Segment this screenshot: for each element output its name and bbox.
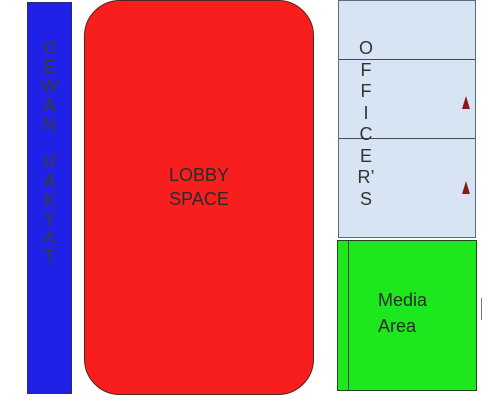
media-area-label: Media Area	[378, 287, 458, 339]
triangle-marker-icon	[462, 181, 470, 194]
officers-letter: S	[359, 188, 372, 209]
officers-letter: O	[359, 38, 374, 58]
officers-divider	[339, 138, 475, 139]
officers-divider	[339, 59, 475, 60]
officers-letter: F	[360, 81, 372, 101]
triangle-marker-icon	[462, 96, 470, 109]
officers-block: O F F I C E R’ S	[338, 0, 476, 238]
rakyat-letter: R	[43, 152, 56, 172]
dewan-rakyat-label: D E W A N R A K Y A T	[28, 39, 71, 267]
officers-letter: R’	[357, 167, 375, 187]
dewan-letter: A	[43, 95, 56, 115]
dewan-rakyat-block: D E W A N R A K Y A T	[27, 2, 72, 394]
officers-letter: E	[359, 145, 372, 166]
lobby-space-label: LOBBY SPACE	[85, 163, 313, 211]
dewan-letter: E	[43, 57, 56, 77]
lobby-label-line1: LOBBY	[168, 165, 230, 185]
dewan-letter: N	[43, 114, 56, 134]
rakyat-letter: Y	[43, 209, 56, 229]
officers-letter: F	[360, 59, 372, 80]
rakyat-letter: K	[43, 190, 56, 210]
rakyat-letter: A	[43, 171, 56, 191]
lobby-space-block: LOBBY SPACE	[84, 0, 314, 395]
officers-letter: I	[363, 102, 369, 123]
dewan-letter: W	[41, 76, 58, 96]
officers-label: O F F I C E R’ S	[357, 38, 375, 210]
media-inner-divider	[348, 241, 349, 390]
lobby-label-line2: SPACE	[169, 189, 229, 209]
rakyat-letter: T	[44, 247, 55, 267]
media-area-block: Media Area	[337, 240, 477, 391]
rakyat-letter: A	[43, 228, 56, 248]
media-label-line2: Area	[378, 316, 417, 336]
edge-divider	[481, 298, 482, 320]
dewan-letter: D	[43, 38, 56, 58]
officers-letter: C	[359, 124, 373, 144]
media-label-line1: Media	[378, 290, 428, 310]
